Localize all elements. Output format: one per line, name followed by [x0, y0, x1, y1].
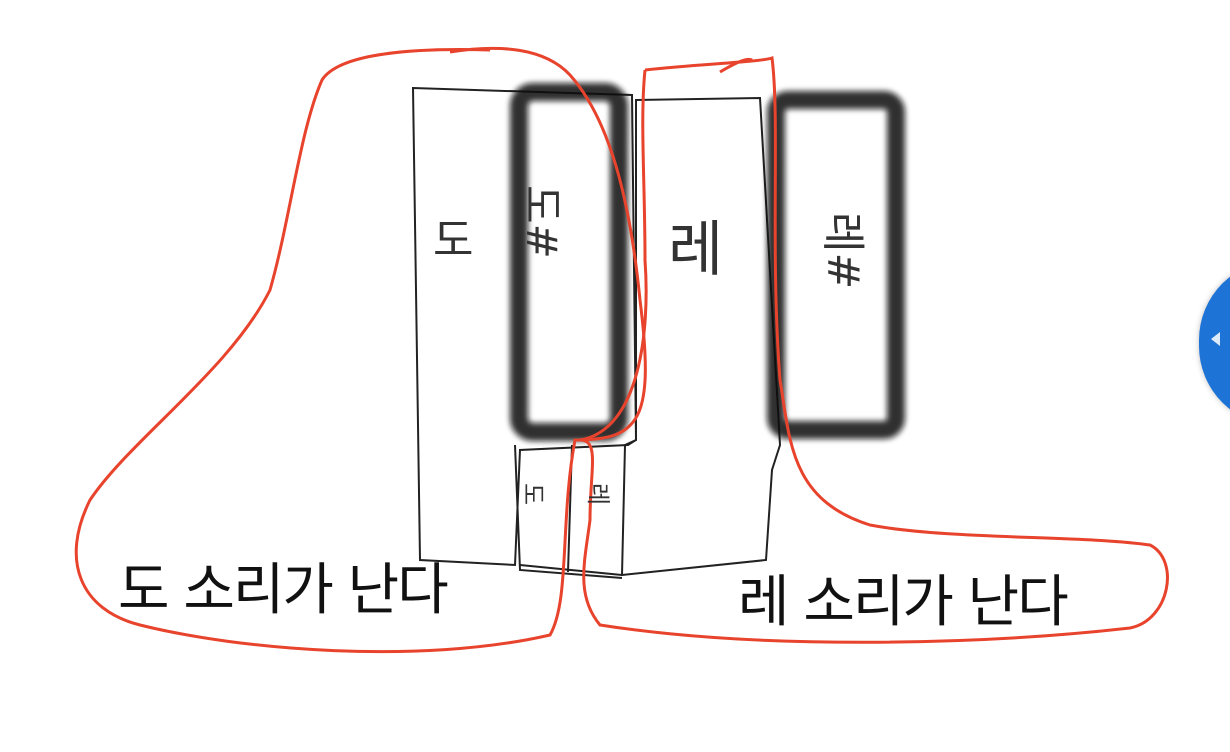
highlight-loop-do: [74, 46, 647, 654]
lower-key-do-label: 도: [519, 483, 547, 505]
white-key-re-label: 레: [668, 215, 723, 285]
caption-re-sound: 레 소리가 난다: [738, 570, 1069, 635]
caption-do-sound: 도 소리가 난다: [118, 558, 449, 623]
black-key-do-sharp-label: 도#: [517, 185, 566, 259]
black-key-do-sharp: [510, 83, 628, 441]
lower-key-re-label: 레: [584, 483, 612, 505]
white-key-re-outline: [620, 96, 782, 577]
black-key-re-sharp-label: 레#: [817, 212, 868, 289]
highlight-loop-re: [579, 56, 1169, 644]
chevron-left-icon: [1211, 332, 1220, 346]
white-key-do-label: 도: [433, 215, 473, 266]
lower-key-divider: [514, 444, 623, 579]
